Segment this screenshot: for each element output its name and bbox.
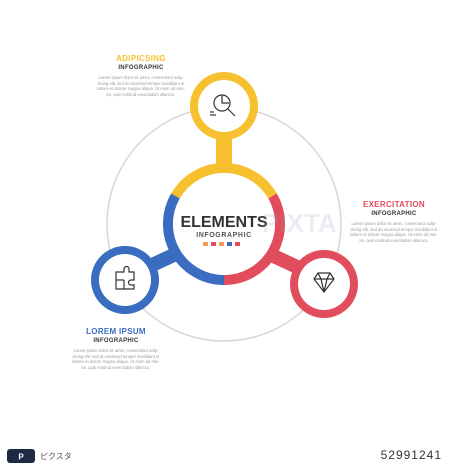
desc-line: iscing elit, sed do eiusmod tempor incid… [97, 80, 185, 86]
center-rim-blue [163, 193, 225, 285]
node-left [91, 246, 159, 314]
step-label-top: ADIPICSING INFOGRAPHIC Lorem ipsum dolor… [92, 54, 190, 97]
step-title: ADIPICSING [116, 54, 166, 63]
center-dots [203, 242, 240, 246]
desc-line: im, quis nostrud exercitation ullamco. [81, 364, 151, 370]
center-subtitle: INFOGRAPHIC [196, 232, 252, 239]
step-subtitle: INFOGRAPHIC [371, 211, 417, 217]
footer-bar [0, 445, 450, 469]
step-description: Lorem ipsum dolor sit amet, consectetur … [92, 75, 190, 97]
diamond-icon [313, 272, 335, 293]
pixta-logo-icon: P [7, 449, 35, 463]
stock-caption: ピクスタ [40, 452, 72, 461]
desc-line: labore et dolore magna aliqua. Ut enim a… [97, 86, 185, 92]
center-node: ELEMENTS INFOGRAPHIC [163, 163, 285, 285]
node-right [290, 250, 358, 318]
desc-line: Lorem ipsum dolor sit amet, consectetur … [351, 221, 437, 226]
desc-line: im, quis nostrud exercitation ullamco. [359, 237, 429, 243]
magnifier-chart-icon [210, 94, 236, 117]
step-title: EXERCITATION [363, 200, 425, 209]
desc-line: iscing elit, sed do eiusmod tempor incid… [350, 226, 438, 232]
puzzle-icon [115, 265, 135, 290]
step-description: Lorem ipsum dolor sit amet, consectetur … [70, 348, 162, 370]
step-label-right: EXERCITATION INFOGRAPHIC Lorem ipsum dol… [344, 200, 444, 243]
center-title: ELEMENTS [180, 214, 267, 231]
center-rim-yellow [171, 163, 277, 199]
step-label-left: LOREM IPSUM INFOGRAPHIC Lorem ipsum dolo… [70, 327, 162, 370]
center-rim-red [223, 193, 285, 285]
watermark: PIXTA [262, 208, 337, 238]
stock-image-id: 52991241 [380, 448, 442, 462]
desc-line: Lorem ipsum dolor sit amet, consectetur … [98, 75, 184, 80]
desc-line: Lorem ipsum dolor sit amet, consectetur … [73, 348, 159, 353]
step-description: Lorem ipsum dolor sit amet, consectetur … [344, 221, 444, 243]
step-subtitle: INFOGRAPHIC [118, 65, 164, 71]
desc-line: iscing elit, sed do eiusmod tempor incid… [72, 353, 160, 359]
watermark-text: PIXTA [262, 208, 337, 238]
svg-text:P: P [18, 453, 24, 462]
node-top [190, 72, 258, 140]
desc-line: im, quis nostrud exercitation ullamco. [106, 91, 176, 97]
step-subtitle: INFOGRAPHIC [93, 338, 139, 344]
desc-line: labore et dolore magna aliqua. Ut enim a… [350, 232, 438, 238]
step-title: LOREM IPSUM [86, 327, 146, 336]
desc-line: labore et dolore magna aliqua. Ut enim a… [72, 359, 160, 365]
